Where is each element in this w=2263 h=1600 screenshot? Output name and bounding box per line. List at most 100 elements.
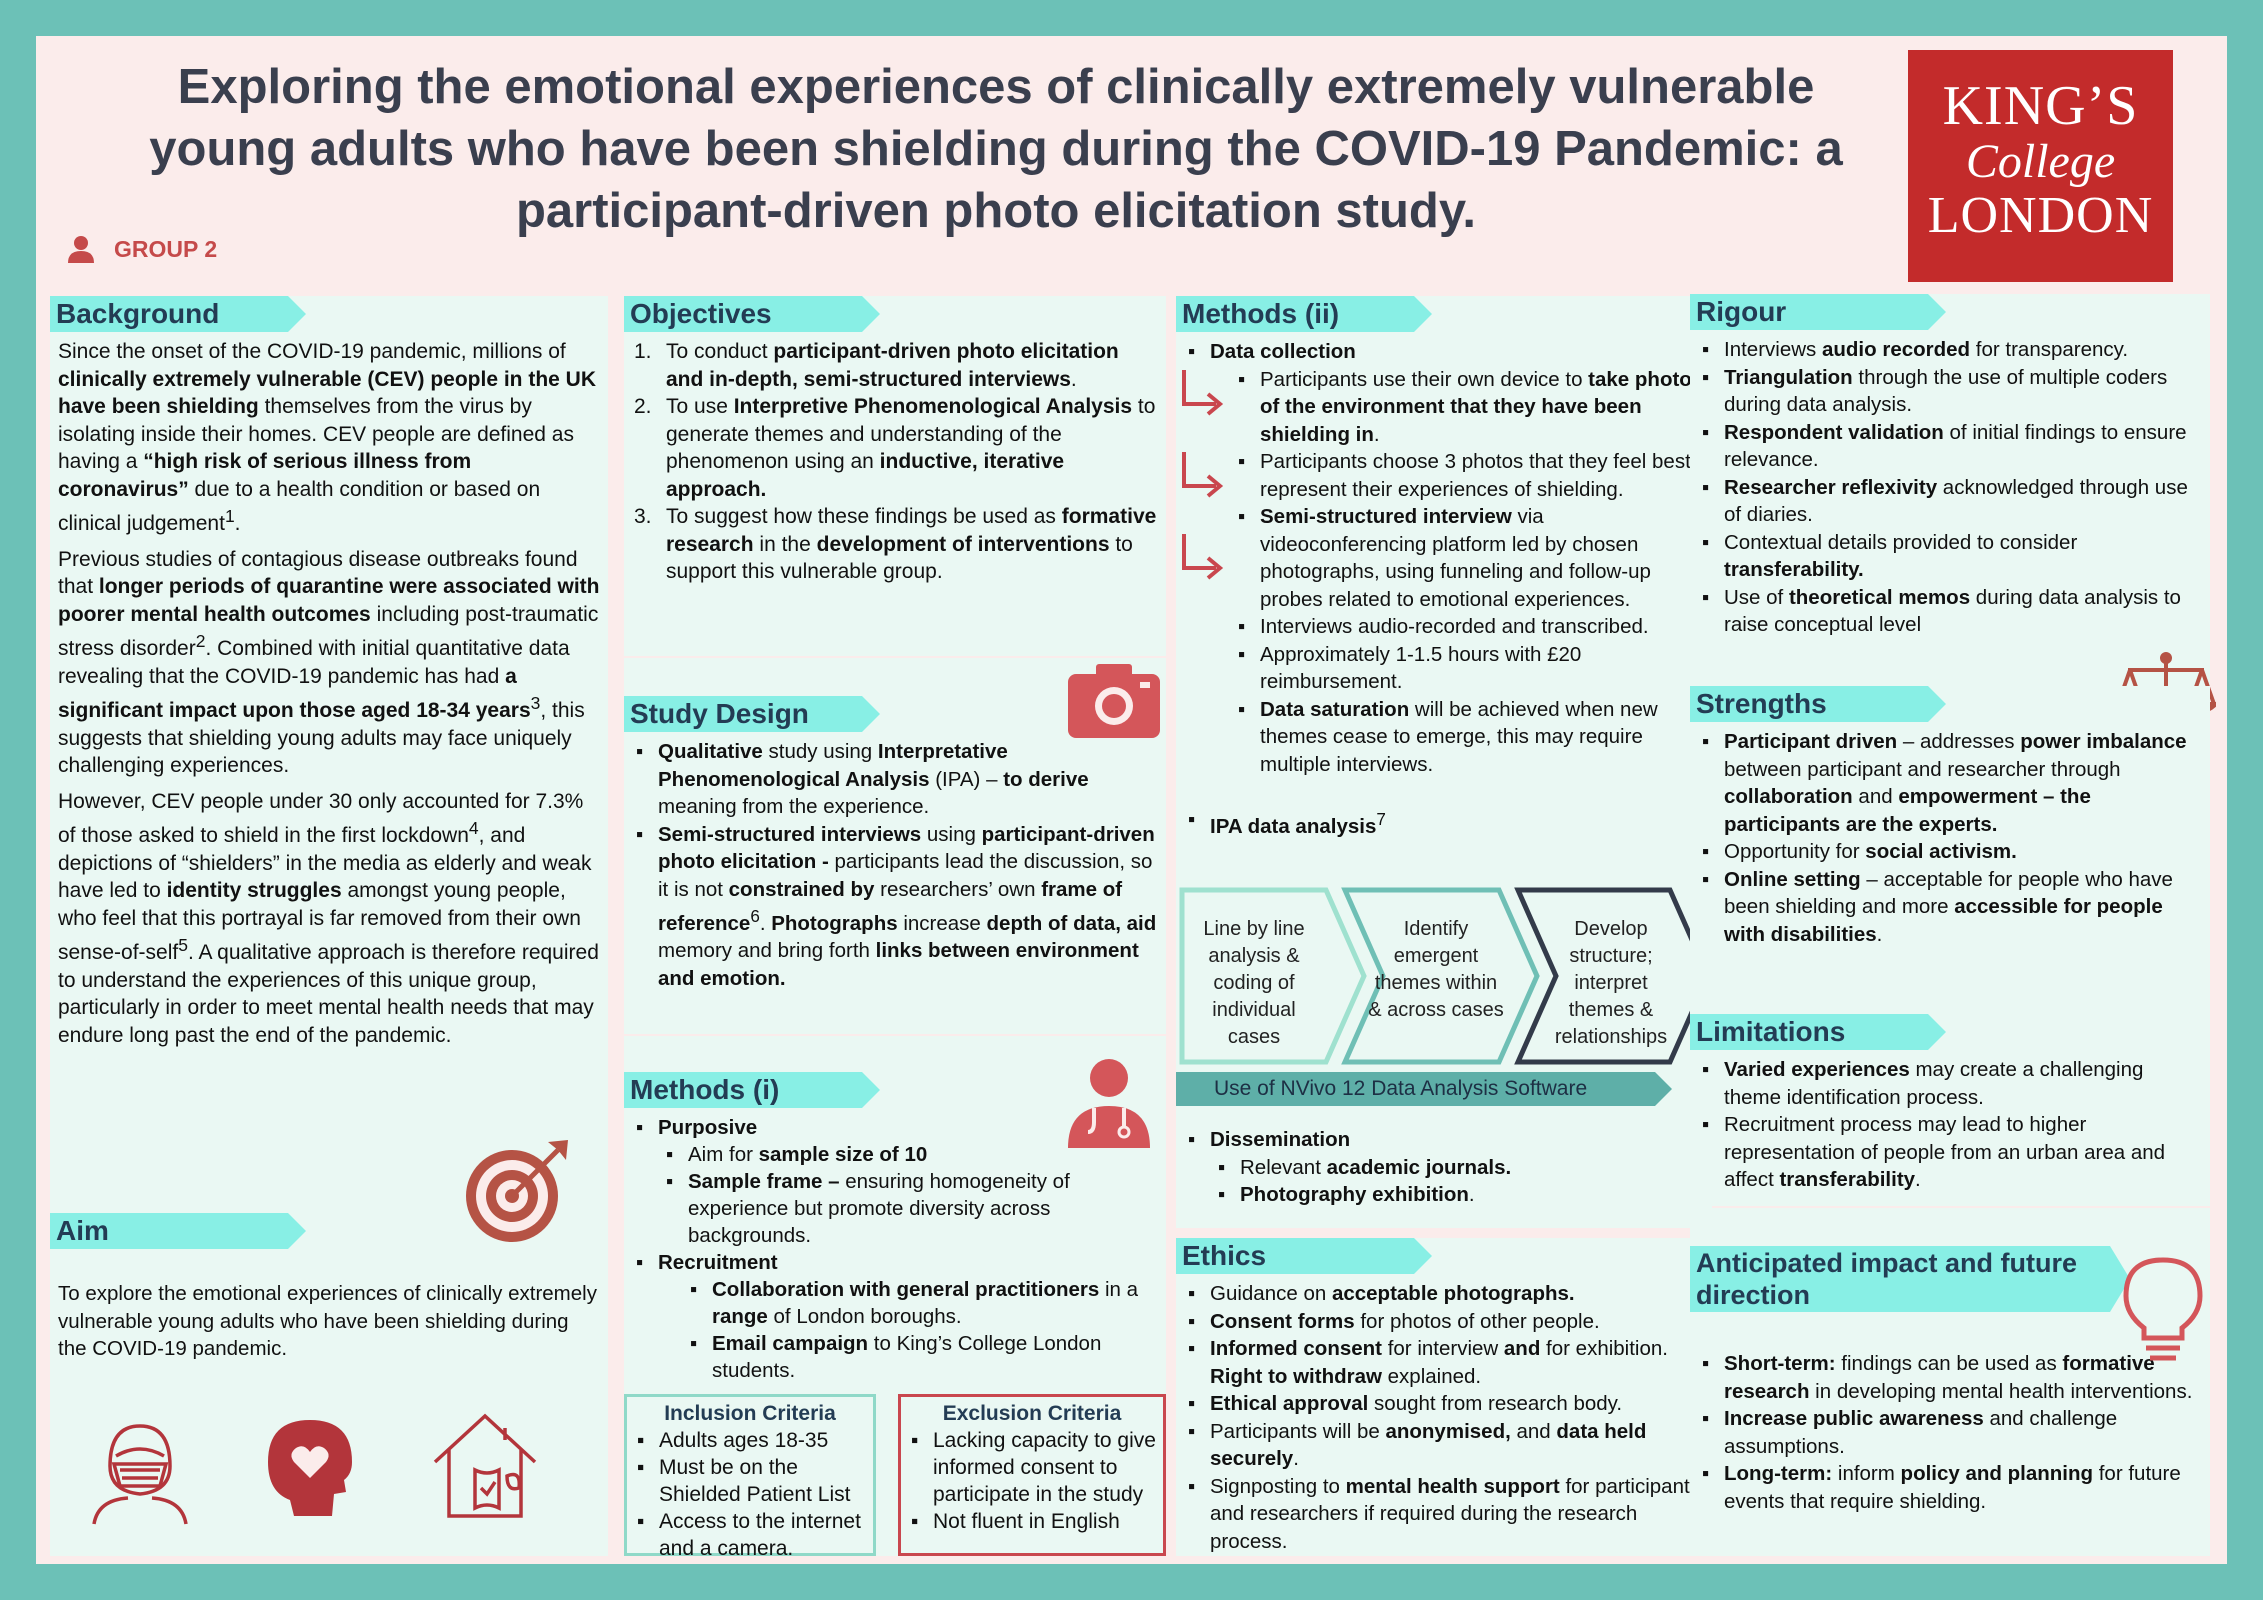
rigour-item: Interviews audio recorded for transparen… [1698,336,2202,364]
impact-list: Short-term: findings can be used as form… [1698,1350,2202,1515]
impact-item: Long-term: inform policy and planning fo… [1698,1460,2202,1515]
rigour-text: Interviews audio recorded for transparen… [1698,336,2202,639]
lightbulb-icon [2123,1257,2203,1361]
background-panel: Background Since the onset of the COVID-… [50,296,608,1176]
objective-item: 3.To suggest how these findings be used … [634,505,1157,583]
rigour-list: Interviews audio recorded for transparen… [1698,336,2202,639]
strengths-heading: Strengths [1690,686,1946,722]
methods-ii-subitem: Participants choose 3 photos that they f… [1234,448,1704,503]
strengths-text: Participant driven – addresses power imb… [1698,728,2202,948]
background-text: Since the onset of the COVID-19 pandemic… [58,338,600,1057]
methods-i-list: Purposive Aim for sample size of 10 Samp… [632,1114,1158,1384]
ethics-item: Guidance on acceptable photographs. [1184,1280,1704,1308]
home-shield-icon [433,1413,537,1518]
rigour-item: Respondent validation of initial finding… [1698,419,2202,474]
logo-line: LONDON [1927,187,2154,244]
methods-ii-panel: Methods (ii) Data collection Participant… [1176,296,1712,1228]
ethics-text: Guidance on acceptable photographs. Cons… [1184,1280,1704,1555]
impact-heading-line: direction [1696,1280,1811,1310]
ethics-item: Informed consent for interview and for e… [1184,1335,1704,1390]
logo-line: KING’S [1942,75,2139,137]
objective-item: 2.To use Interpretive Phenomenological A… [634,395,1156,501]
ethics-item: Consent forms for photos of other people… [1184,1308,1704,1336]
impact-heading: Anticipated impact and future direction [1690,1246,2130,1312]
camera-icon [1068,664,1160,738]
ipa-item: IPA data analysis7 [1184,806,1704,840]
methods-i-subitem: Aim for sample size of 10 [662,1141,1158,1168]
ipa-step-chevron [1514,887,1711,1065]
ethics-item: Signposting to mental health support for… [1184,1473,1704,1556]
impact-heading-line: Anticipated impact and future [1696,1248,2078,1278]
exclusion-item: Not fluent in English [907,1508,1157,1535]
background-paragraph: Previous studies of contagious disease o… [58,547,600,778]
kings-college-logo: KING’S College LONDON [1908,50,2173,282]
limitations-item: Recruitment process may lead to higher r… [1698,1111,2202,1194]
inclusion-criteria-title: Inclusion Criteria [664,1402,836,1425]
person-icon [68,236,94,263]
objective-item: 1.To conduct participant-driven photo el… [634,340,1119,391]
poster: Exploring the emotional experiences of c… [36,36,2227,1564]
inclusion-item: Adults ages 18-35 [633,1427,867,1454]
methods-ii-subitem: Data saturation will be achieved when ne… [1234,696,1704,779]
background-paragraph: However, CEV people under 30 only accoun… [58,789,599,1047]
methods-ii-subitem: Approximately 1-1.5 hours with £20 reimb… [1234,641,1704,696]
methods-ii-heading: Methods (ii) [1176,296,1432,332]
rigour-item: Contextual details provided to consider … [1698,529,2202,584]
strengths-panel: Strengths Participant driven – addresses… [1690,686,2210,996]
strengths-item: Online setting – acceptable for people w… [1698,866,2202,949]
title-line: participant-driven photo elicitation stu… [515,184,1477,238]
objectives-list: 1.To conduct participant-driven photo el… [632,338,1158,586]
methods-i-subitem: Sample frame – ensuring homogeneity of e… [662,1168,1158,1249]
impact-text: Short-term: findings can be used as form… [1698,1350,2202,1515]
nvivo-software-banner: Use of NVivo 12 Data Analysis Software [1176,1072,1672,1106]
study-design-item: Qualitative study using Interpretative P… [632,738,1158,821]
impact-panel: Anticipated impact and future direction … [1690,1208,2210,1556]
methods-i-text: Purposive Aim for sample size of 10 Samp… [632,1114,1158,1384]
methods-i-item: Purposive Aim for sample size of 10 Samp… [632,1114,1158,1249]
ipa-step-chevron [1179,887,1367,1065]
objectives-heading: Objectives [624,296,880,332]
title-line: young adults who have been shielding dur… [149,122,1843,176]
study-design-list: Qualitative study using Interpretative P… [632,738,1158,992]
rigour-item: Researcher reflexivity acknowledged thro… [1698,474,2202,529]
ethics-item: Participants will be anonymised, and dat… [1184,1418,1704,1473]
exclusion-item: Lacking capacity to give informed consen… [907,1427,1157,1508]
methods-ii-subitem: Semi-structured interview via videoconfe… [1234,503,1704,613]
dissemination-item: Dissemination Relevant academic journals… [1184,1126,1704,1209]
methods-ii-list: Data collection Participants use their o… [1184,338,1704,778]
aim-heading: Aim [50,1213,306,1249]
group-label: GROUP 2 [66,234,217,264]
ipa-step-text: Identify emergent themes within & across… [1368,918,1504,1021]
aim-text: To explore the emotional experiences of … [58,1282,597,1360]
inclusion-item: Must be on the Shielded Patient List [633,1454,867,1508]
group-text: GROUP 2 [114,235,218,262]
strengths-item: Participant driven – addresses power imb… [1698,728,2202,838]
inclusion-item: Access to the internet and a camera. [633,1508,867,1556]
ipa-step-chevron [1341,887,1540,1065]
rigour-item: Triangulation through the use of multipl… [1698,364,2202,419]
rigour-panel: Rigour Interviews audio recorded for tra… [1690,294,2210,706]
doctor-icon [1068,1059,1150,1148]
study-design-heading: Study Design [624,696,880,732]
strengths-item: Opportunity for social activism. [1698,838,2202,866]
exclusion-criteria-box: Exclusion Criteria Lacking capacity to g… [898,1394,1166,1556]
methods-ii-subitem: Interviews audio-recorded and transcribe… [1234,613,1704,641]
methods-i-item: Recruitment Collaboration with general p… [632,1249,1158,1384]
methods-i-subitem: Collaboration with general practitioners… [686,1276,1158,1330]
ipa-step-text: Develop structure; interpret themes & re… [1554,918,1668,1048]
dissemination-subitem: Relevant academic journals. [1214,1154,1704,1182]
study-design-panel: Study Design Qualitative study using Int… [624,658,1166,1034]
methods-i-subitem: Email campaign to King’s College London … [686,1330,1158,1384]
ipa-list: IPA data analysis7 [1184,806,1704,840]
dissemination-text: Dissemination Relevant academic journals… [1184,1126,1704,1209]
limitations-item: Varied experiences may create a challeng… [1698,1056,2202,1111]
heart-head-icon [268,1420,352,1516]
title-line: Exploring the emotional experiences of c… [177,60,1815,114]
impact-item: Increase public awareness and challenge … [1698,1405,2202,1460]
methods-ii-subitem: Participants use their own device to tak… [1234,366,1704,449]
limitations-text: Varied experiences may create a challeng… [1698,1056,2202,1194]
inclusion-criteria-box: Inclusion Criteria Adults ages 18-35 Mus… [624,1394,876,1556]
rigour-item: Use of theoretical memos during data ana… [1698,584,2202,639]
background-paragraph: Since the onset of the COVID-19 pandemic… [58,340,597,535]
methods-i-panel: Methods (i) Purposive Aim for sample siz… [624,1036,1166,1556]
